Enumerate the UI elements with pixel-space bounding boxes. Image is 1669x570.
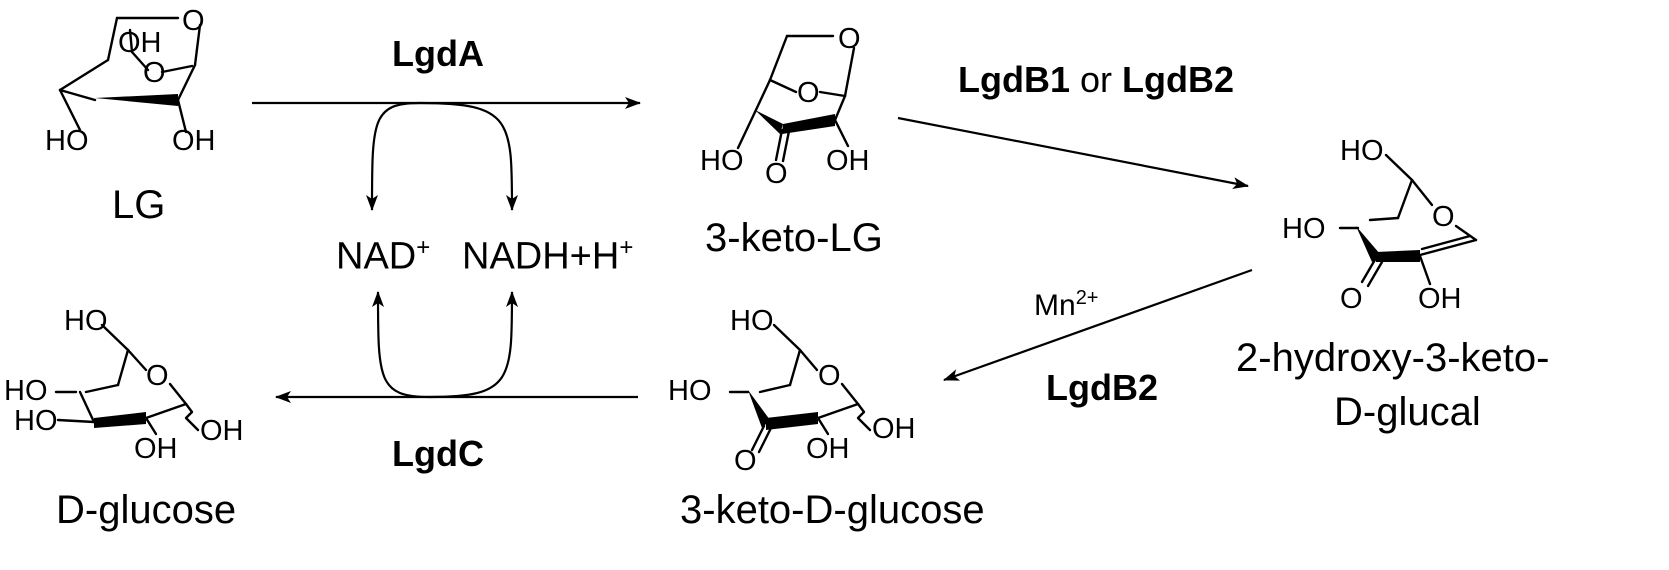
atom-o: O bbox=[143, 57, 166, 89]
atom-ho: HO bbox=[1340, 135, 1384, 167]
label-glucal-line2: D-glucal bbox=[1334, 390, 1481, 434]
atom-o: O bbox=[1432, 201, 1455, 233]
label-keto-glucose: 3-keto-D-glucose bbox=[680, 488, 985, 532]
arrow-glucal-to-keto-glucose bbox=[943, 268, 1253, 382]
curve-nadh-consumed bbox=[429, 291, 518, 399]
enzyme-lgdb-top: LgdB1 or LgdB2 bbox=[958, 59, 1235, 100]
curve-nad-consumed bbox=[366, 101, 421, 211]
label-lg: LG bbox=[112, 183, 166, 227]
atom-ho: HO bbox=[64, 305, 108, 337]
label-glucal: 2-hydroxy-3-keto- bbox=[1236, 336, 1550, 380]
glucal-structure: HO O HO O OH bbox=[1282, 135, 1478, 315]
enzyme-lgda: LgdA bbox=[392, 33, 484, 74]
atom-oh: OH bbox=[826, 145, 870, 177]
atom-ho: HO bbox=[668, 375, 712, 407]
label-keto-lg: 3-keto-LG bbox=[705, 216, 883, 260]
enzyme-lgdb2-bottom: LgdB2 bbox=[1046, 367, 1158, 408]
atom-o: O bbox=[765, 158, 788, 190]
cofactor-nadh: NADH+H+ bbox=[462, 234, 634, 278]
atom-oh: OH bbox=[872, 413, 916, 445]
atom-o: O bbox=[1340, 283, 1363, 315]
keto-lg-structure: O O HO O OH bbox=[700, 23, 870, 190]
atom-ho: HO bbox=[700, 145, 744, 177]
atom-oh: OH bbox=[118, 27, 162, 59]
atom-ho: HO bbox=[730, 305, 774, 337]
keto-glucose-structure: HO O HO O OH OH bbox=[668, 305, 916, 477]
arrow-keto-lg-to-glucal bbox=[897, 116, 1249, 190]
curve-nad-produced bbox=[372, 291, 431, 399]
cofactor-metal: Mn2+ bbox=[1034, 287, 1099, 322]
atom-o: O bbox=[818, 360, 841, 392]
label-glucose: D-glucose bbox=[56, 488, 237, 532]
atom-ho: HO bbox=[14, 405, 58, 437]
atom-ho: HO bbox=[1282, 213, 1326, 245]
lg-structure: O OH O HO OH bbox=[45, 5, 216, 157]
atom-oh: OH bbox=[200, 415, 244, 447]
atom-oh: OH bbox=[134, 433, 178, 465]
cofactor-nad: NAD+ bbox=[336, 234, 431, 278]
atom-o: O bbox=[797, 77, 820, 109]
atom-ho: HO bbox=[45, 125, 89, 157]
atom-o: O bbox=[182, 5, 205, 37]
atom-o: O bbox=[146, 360, 169, 392]
glucose-structure: HO O HO HO OH OH bbox=[4, 305, 244, 465]
atom-o: O bbox=[734, 445, 757, 477]
enzyme-lgdc: LgdC bbox=[392, 433, 484, 474]
curve-nadh-produced bbox=[419, 101, 518, 211]
atom-ho: HO bbox=[4, 375, 48, 407]
atom-oh: OH bbox=[172, 125, 216, 157]
atom-o: O bbox=[838, 23, 861, 55]
atom-oh: OH bbox=[806, 433, 850, 465]
atom-oh: OH bbox=[1418, 283, 1462, 315]
